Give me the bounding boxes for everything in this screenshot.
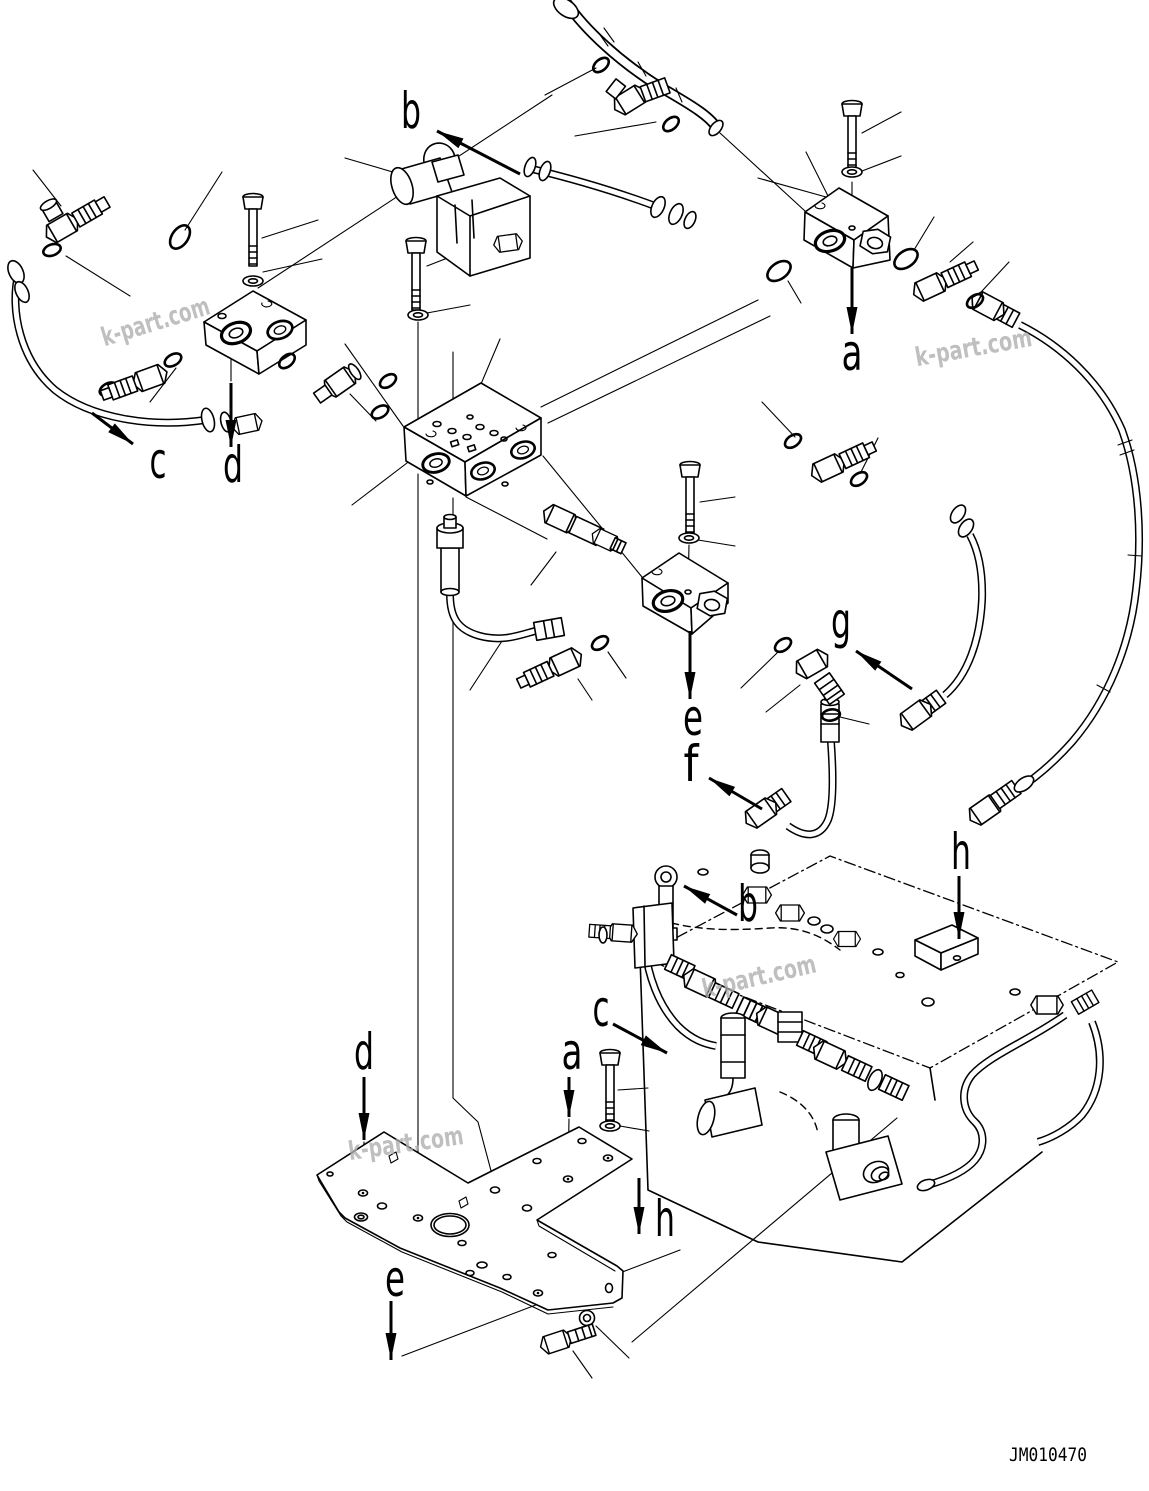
hoses — [7, 0, 1144, 1192]
o-ring — [847, 468, 871, 490]
elbow-fitting-top-left — [39, 196, 111, 247]
callout-e-mid: e — [683, 689, 703, 747]
callout-b-upper: b — [401, 82, 421, 140]
valve-block-e — [641, 552, 730, 635]
hose-solenoid-b — [523, 156, 697, 230]
callout-h-right: h — [951, 823, 971, 881]
o-ring — [161, 349, 185, 371]
bolt — [405, 236, 427, 311]
drawing-number: JM010470 — [1009, 1444, 1087, 1466]
callout-b-lower: b — [738, 875, 758, 933]
callout-a-bottom: a — [562, 1023, 583, 1081]
watermark: k-part.com — [699, 950, 819, 1005]
parts — [39, 53, 1119, 1357]
bolt — [841, 99, 863, 174]
o-ring — [588, 632, 612, 654]
callout-h-lower: h — [655, 1190, 675, 1248]
valve-rail — [663, 953, 910, 1102]
solenoid-valve-g — [825, 1113, 903, 1201]
hose-top-large — [552, 0, 724, 137]
washer — [242, 275, 264, 287]
callout-g-mid: g — [831, 592, 851, 650]
valve-block-1 — [203, 290, 307, 375]
washer — [599, 1120, 621, 1132]
plate-bolt — [537, 1323, 597, 1357]
o-ring — [762, 255, 796, 287]
watermark: k-part.com — [913, 323, 1034, 373]
washer — [678, 532, 700, 544]
callout-letters: b a c d e f g h b c h d a e — [150, 82, 972, 1308]
fitting-straight — [99, 362, 171, 404]
hose-f — [739, 682, 840, 839]
watermark: k-part.com — [98, 292, 214, 353]
callout-c-lower: c — [593, 980, 610, 1038]
o-ring — [889, 243, 923, 275]
callout-a-upper: a — [842, 324, 863, 382]
hose-assembly-left — [641, 947, 717, 1050]
valve-block-a — [803, 187, 893, 269]
callout-c-upper: c — [150, 432, 167, 490]
hose-right-long — [963, 287, 1144, 830]
callout-d-bottom: d — [354, 1023, 374, 1081]
plate-washer — [578, 1309, 596, 1327]
manifold-block — [403, 382, 542, 497]
o-ring — [659, 112, 683, 136]
leader-lines — [32, 67, 1010, 1379]
callout-d-upper: d — [223, 436, 243, 494]
bolt — [242, 192, 264, 267]
solenoid-valve-b — [390, 142, 531, 277]
o-ring — [368, 401, 392, 423]
hose-assembly-right-1 — [916, 1011, 1068, 1192]
hose-assembly-dashed — [659, 919, 841, 1135]
bolt — [679, 460, 701, 535]
bolt — [599, 1048, 621, 1123]
pressure-sensor — [436, 513, 566, 643]
h-target-block — [914, 924, 979, 971]
callout-arrows — [91, 129, 965, 1360]
o-ring — [164, 220, 196, 254]
hose-top-left — [7, 259, 265, 437]
hose-g — [894, 504, 987, 735]
banjo-fitting — [605, 77, 671, 119]
washer — [407, 309, 429, 321]
o-ring — [589, 53, 613, 77]
fitting-straight — [515, 645, 586, 692]
check-valve — [538, 501, 627, 555]
plug-fitting — [312, 362, 362, 404]
o-ring — [781, 430, 805, 452]
solenoid-mid — [696, 1087, 763, 1138]
o-ring — [376, 370, 400, 392]
mounting-plate — [316, 1126, 633, 1315]
o-ring — [771, 634, 795, 656]
o-ring — [40, 240, 64, 260]
hose-assembly-right-2 — [1036, 1020, 1104, 1146]
callout-f-mid: f — [684, 735, 700, 793]
lock-washer — [841, 166, 863, 178]
elbow-fitting-g — [790, 645, 846, 706]
solenoid-connector-left — [715, 1012, 746, 1100]
callout-e-bottom: e — [385, 1250, 405, 1308]
